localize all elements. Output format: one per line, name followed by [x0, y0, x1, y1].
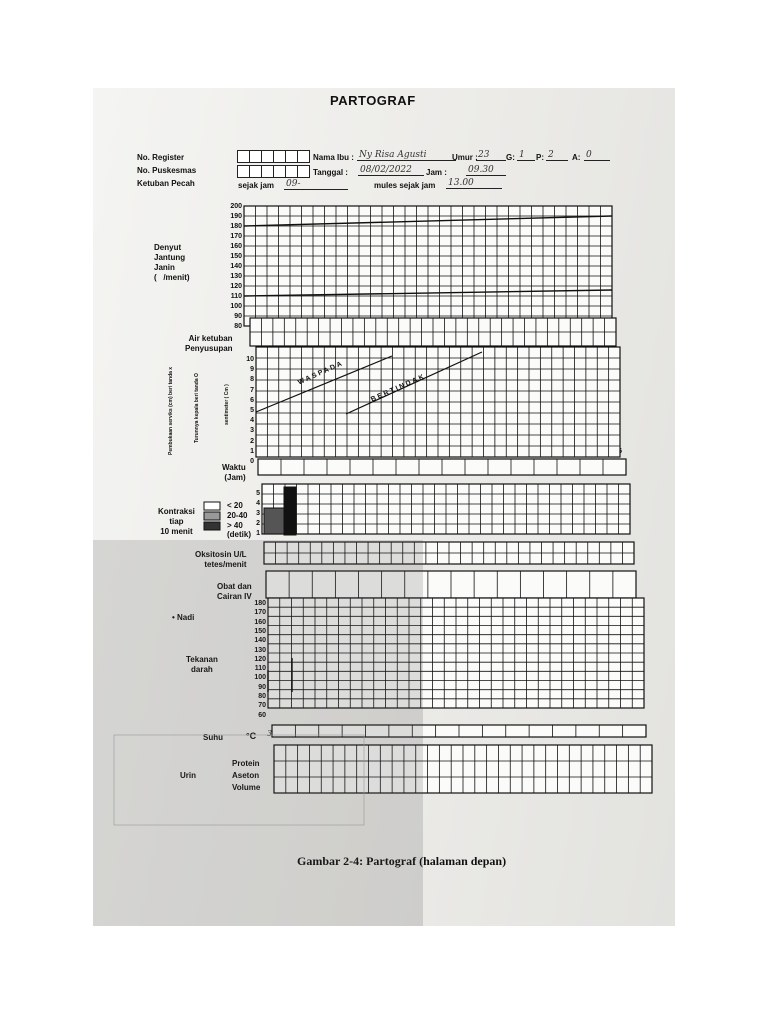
legend-detik: (detik) [227, 530, 251, 539]
urin-volume: Volume [232, 783, 261, 792]
legend-gt40: > 40 [227, 521, 243, 530]
page-title: PARTOGRAF [330, 93, 416, 108]
tick-label: 80 [258, 693, 266, 700]
fhr-upper-limit [243, 215, 613, 227]
legend-swatch-3 [203, 521, 221, 531]
urin-label: Urin [180, 771, 196, 780]
no-register-label: No. Register [137, 153, 185, 162]
jam-value: 09.30 [466, 165, 506, 176]
umur-label: Umur : [452, 153, 478, 162]
nama-ibu-label: Nama Ibu : [313, 153, 354, 162]
faint-shadow-grid [113, 734, 365, 826]
tanggal-value: 08/02/2022 [358, 165, 424, 176]
tick-label: 160 [254, 618, 266, 626]
tanggal-label: Tanggal : [313, 168, 348, 177]
g-value: 1 [517, 150, 535, 161]
tick-label: 130 [230, 273, 242, 280]
nama-ibu-value: Ny Risa Agusti [357, 150, 456, 161]
legend-swatch-2 [203, 511, 221, 521]
tick-label: 10 [246, 356, 254, 363]
figure-caption: Gambar 2-4: Partograf (halaman depan) [297, 854, 507, 868]
waktu-label: Waktu (Jam) [222, 463, 246, 482]
urin-aseton: Aseton [232, 771, 260, 780]
waspada-line [255, 355, 393, 413]
a-value: 0 [584, 150, 610, 161]
tick-label: 60 [258, 711, 266, 719]
tick-label: 140 [254, 637, 266, 645]
fhr-lower-limit [243, 289, 613, 297]
contraction-hatched [263, 507, 285, 535]
tick-label: 5 [256, 490, 260, 497]
tick-label: 0 [250, 458, 254, 465]
no-puskesmas-boxes [237, 165, 310, 178]
tick-label: 170 [254, 609, 266, 617]
tick-label: 1 [256, 530, 260, 537]
tick-label: 180 [230, 223, 242, 230]
no-puskesmas-label: No. Puskesmas [137, 166, 197, 175]
oksitosin-label: Oksitosin U/L tetes/menit [195, 550, 247, 569]
bertindak-line [345, 351, 483, 415]
mules-value: 13.00 [446, 178, 502, 189]
tick-label: 70 [258, 702, 266, 710]
suhu-unit: °C [246, 731, 257, 741]
g-label: G: [506, 153, 515, 162]
tick-label: 4 [256, 500, 260, 507]
tick-label: 90 [258, 683, 266, 691]
air-ketuban-label: Air ketuban Penyusupan [185, 334, 233, 353]
obat-label: Obat dan Cairan IV [217, 582, 252, 601]
jam-label: Jam : [426, 168, 447, 177]
tick-label: 8 [250, 376, 254, 384]
tick-label: 2 [256, 520, 260, 527]
tick-label: 5 [250, 407, 254, 414]
contraction-label: Kontraksi tiap 10 menit [158, 507, 195, 536]
tick-label: 100 [254, 674, 266, 682]
tick-label: 4 [250, 417, 254, 425]
tick-label: 190 [230, 213, 242, 220]
no-register-boxes [237, 150, 310, 163]
tick-label: 150 [254, 627, 266, 635]
urin-protein: Protein [232, 759, 260, 768]
tick-label: 120 [230, 283, 242, 290]
legend-20-40: 20-40 [227, 511, 248, 520]
tick-label: 90 [234, 313, 242, 320]
tick-label: 200 [230, 203, 242, 210]
contraction-bar [283, 486, 297, 536]
umur-value: 23 [476, 150, 506, 161]
tick-label: 120 [254, 655, 266, 663]
tick-label: 130 [254, 646, 266, 654]
legend-swatch-1 [203, 501, 221, 511]
fhr-label: Denyut Jantung Janin ( /menit) [154, 243, 190, 282]
p-label: P: [536, 153, 544, 162]
a-label: A: [572, 153, 581, 162]
sejak-jam-value: 09- [284, 179, 348, 190]
tick-label: 1 [250, 447, 254, 455]
tick-label: 100 [230, 303, 242, 310]
sejak-jam-label: sejak jam [238, 181, 275, 190]
tekanan-darah-label: Tekanan darah [186, 655, 218, 674]
tick-label: 3 [250, 427, 254, 435]
tick-label: 160 [230, 243, 242, 250]
mules-label: mules sejak jam [374, 181, 436, 190]
tick-label: 110 [254, 665, 266, 673]
tick-label: 140 [230, 263, 242, 270]
tick-label: 9 [250, 366, 254, 374]
tick-label: 7 [250, 386, 254, 394]
tick-label: 170 [230, 233, 242, 240]
legend-lt20: < 20 [227, 501, 243, 510]
tick-label: 3 [256, 510, 260, 517]
tick-label: 80 [234, 323, 242, 330]
tick-label: 150 [230, 253, 242, 260]
tick-label: 6 [250, 396, 254, 404]
tick-label: 110 [230, 293, 242, 300]
p-value: 2 [546, 150, 568, 161]
ketuban-pecah-label: Ketuban Pecah [137, 179, 195, 188]
suhu-label: Suhu [203, 733, 223, 742]
tick-label: 180 [254, 600, 266, 607]
tick-label: 2 [250, 437, 254, 445]
nadi-label: • Nadi [172, 613, 195, 622]
